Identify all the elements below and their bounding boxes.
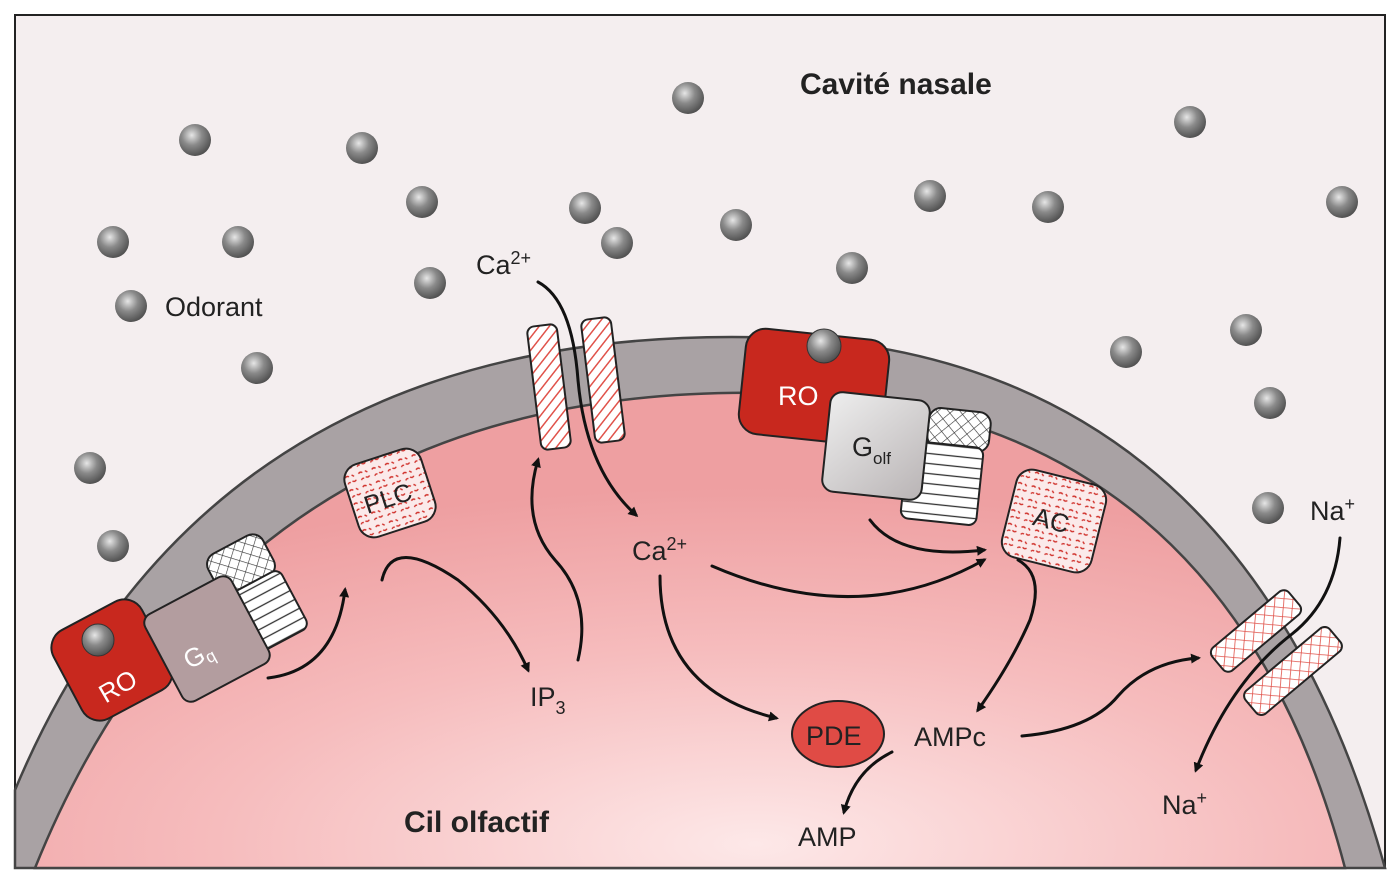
odorant-label: Odorant [165, 292, 263, 322]
adenylate-cyclase: AC [1000, 468, 1108, 574]
odorant-molecule [1230, 314, 1262, 346]
plc-enzyme: PLC [343, 447, 437, 539]
calcium-channel [526, 316, 626, 451]
ca-inside-label: Ca2+ [632, 534, 687, 566]
golf-label: Golf [852, 432, 891, 468]
ac-box [1000, 468, 1108, 574]
bound-odorant-right [806, 328, 842, 364]
right-receptor-complex: RO Golf [737, 327, 992, 526]
odorant-molecule [569, 192, 601, 224]
odorant-molecule [406, 186, 438, 218]
arrow-ip3-to-ca-channel [530, 457, 584, 662]
cng-channel-upper-bar [1209, 589, 1303, 673]
odorant-legend-icon [115, 290, 147, 322]
amp-label: AMP [798, 822, 857, 852]
odorant-molecule [1110, 336, 1142, 368]
odorant-molecule [179, 124, 211, 156]
arrow-plc-to-ip3 [380, 556, 530, 673]
cng-channel-lower-bar [1243, 626, 1343, 716]
odorant-molecule [222, 226, 254, 258]
arrow-golf-to-ac [868, 518, 987, 556]
odorant-molecule [914, 180, 946, 212]
calcium-channel-right-bar [580, 316, 626, 444]
gq-protein [143, 575, 271, 703]
odorant-molecule [1252, 492, 1284, 524]
odorant-molecule [720, 209, 752, 241]
odorant-molecule [601, 227, 633, 259]
ca-outside-label: Ca2+ [476, 248, 531, 280]
arrow-na-entry [1193, 536, 1342, 773]
odorant-molecule [1326, 186, 1358, 218]
arrow-campc-to-cng [1020, 653, 1201, 738]
nasal-cavity-title: Cavité nasale [800, 68, 992, 101]
arrow-ca-to-pde [658, 574, 779, 722]
odorant-molecule [346, 132, 378, 164]
cilium-title: Cil olfactif [404, 806, 550, 839]
signal-arrows [266, 280, 1342, 815]
odorant-molecule [1032, 191, 1064, 223]
odorant-molecule [241, 352, 273, 384]
arrow-campc-to-amp [840, 750, 894, 815]
na-outside-label: Na+ [1310, 494, 1355, 526]
odorant-molecule [1254, 387, 1286, 419]
odorant-molecule [74, 452, 106, 484]
ro-right-label: RO [778, 381, 819, 411]
cng-channel [1209, 589, 1343, 716]
plc-box [343, 447, 437, 539]
pde-label: PDE [806, 721, 862, 751]
odorant-molecule [1174, 106, 1206, 138]
na-inside-label: Na+ [1162, 788, 1207, 820]
arrow-ca-entry [536, 280, 639, 518]
odorant-molecule [97, 226, 129, 258]
arrow-ca-to-ac [710, 558, 987, 598]
golf-protein [821, 391, 931, 501]
odorant-molecule [672, 82, 704, 114]
arrow-ac-to-campc [976, 558, 1037, 713]
odorant-molecule [836, 252, 868, 284]
odorant-molecules [74, 82, 1358, 562]
pde-enzyme [791, 700, 885, 768]
arrow-gq-to-plc [266, 587, 350, 680]
calcium-channel-left-bar [526, 323, 572, 451]
campc-label: AMPc [914, 722, 986, 752]
odorant-molecule [414, 267, 446, 299]
ip3-label: IP3 [530, 682, 566, 718]
left-receptor-complex: RO Gq [50, 533, 308, 722]
bound-odorant-left [81, 623, 115, 657]
odorant-molecule [97, 530, 129, 562]
